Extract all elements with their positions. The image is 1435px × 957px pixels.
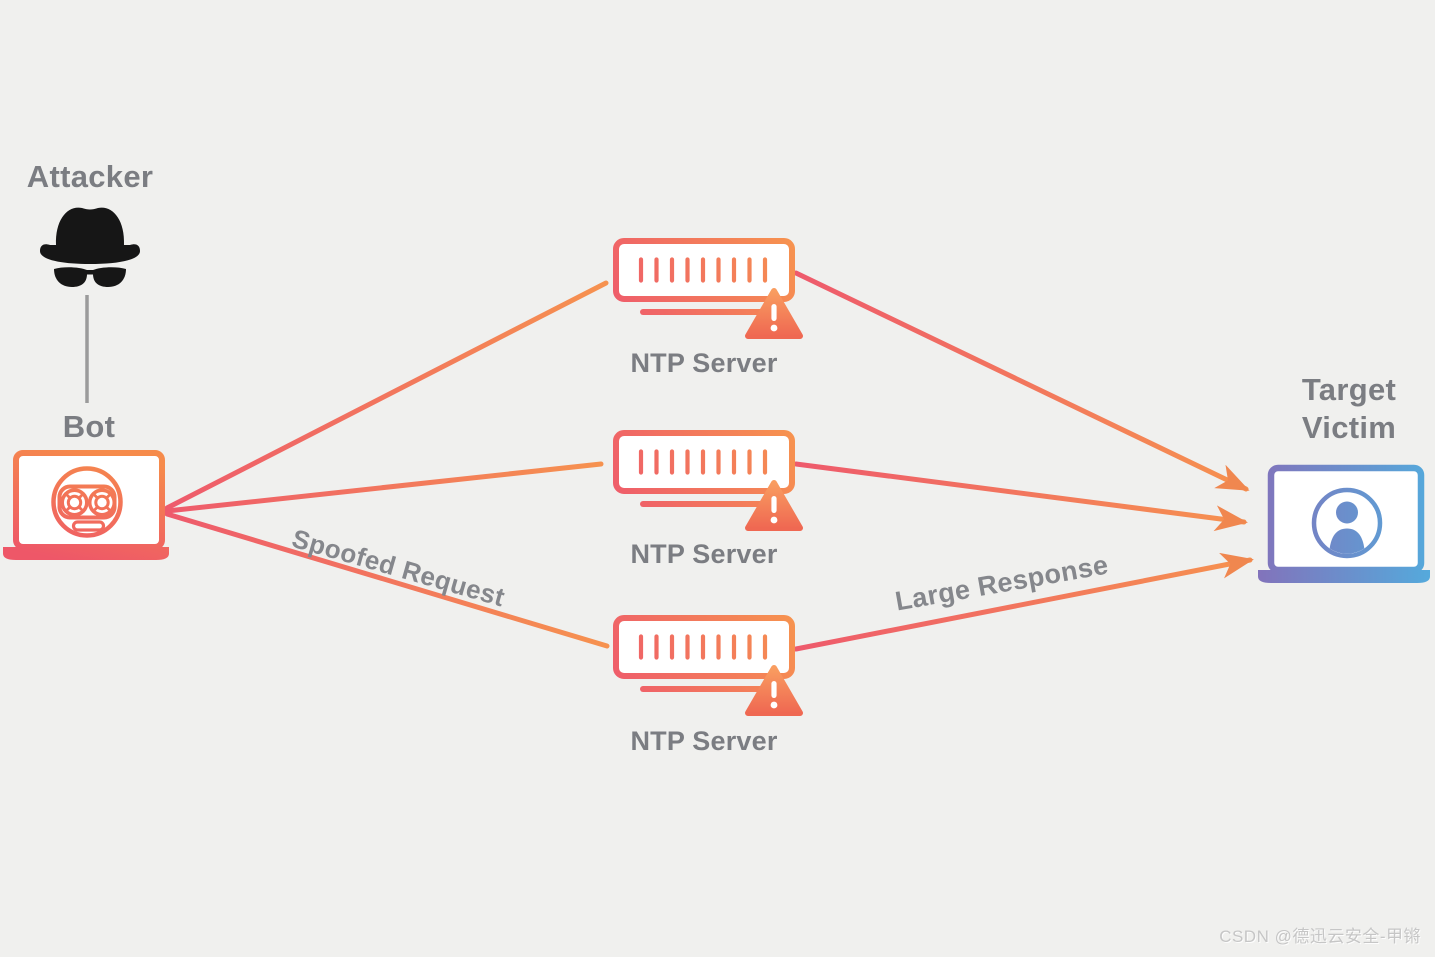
edge-spoofed-request-2 xyxy=(164,461,604,514)
edge-spoofed-request-3 xyxy=(164,511,610,649)
spy-icon xyxy=(40,207,140,287)
bot-laptop-icon xyxy=(3,450,169,560)
target-label: Target Victim xyxy=(1301,372,1397,445)
server-icon xyxy=(613,238,803,339)
edge-large-response-2 xyxy=(793,461,1248,532)
watermark: CSDN @德迅云安全-甲锵 xyxy=(1219,927,1421,946)
warning-icon xyxy=(745,480,803,531)
robot-face-icon xyxy=(51,466,123,538)
edge-large-response-3 xyxy=(793,552,1254,652)
warning-icon xyxy=(745,665,803,716)
server-icon xyxy=(613,615,803,716)
attacker-label: Attacker xyxy=(26,159,154,194)
warning-icon xyxy=(745,288,803,339)
server-icon xyxy=(613,430,803,531)
ntp-server-label: NTP Server xyxy=(630,539,778,569)
edge-large-response-1 xyxy=(793,270,1250,492)
ntp-server-label: NTP Server xyxy=(630,348,778,378)
person-icon xyxy=(1311,487,1383,559)
ntp-server-label: NTP Server xyxy=(630,726,778,756)
edge-spoofed-request-1 xyxy=(164,280,609,511)
bot-label: Bot xyxy=(62,409,116,444)
victim-laptop-icon xyxy=(1258,464,1430,583)
